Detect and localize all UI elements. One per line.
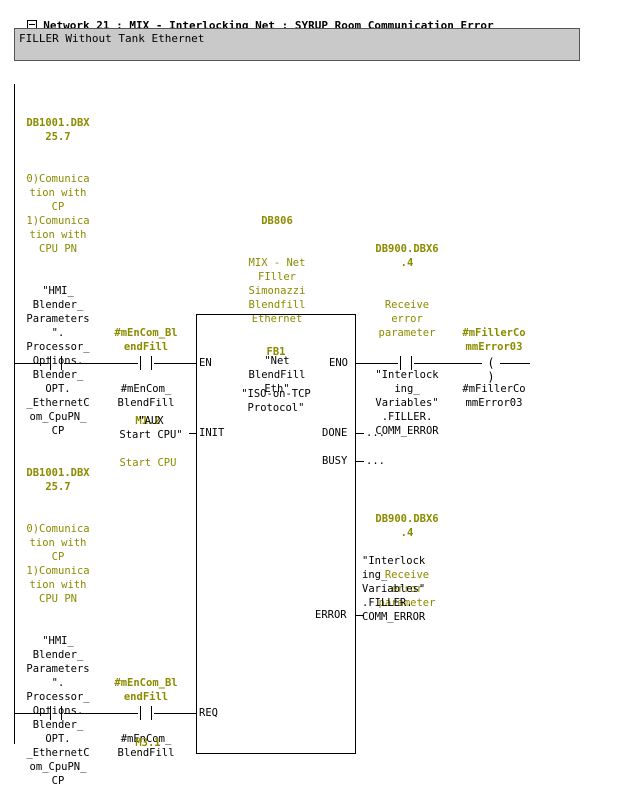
network-comment[interactable]: FILLER Without Tank Ethernet [14,28,580,61]
contact2-operand[interactable]: #mEnCom_Bl endFill #mEnCom_ BlendFill [104,298,188,424]
rung1-wire-c [154,363,196,364]
rung2-wire-b [64,713,138,714]
contact1-comment: 0)Comunica tion with CP 1)Comunica tion … [26,173,90,255]
pin-req: REQ [199,707,218,719]
init-operand[interactable]: M1.2 Start CPU [106,386,190,484]
contact1-address: DB1001.DBX 25.7 [26,117,90,143]
error-comment: Receive error parameter [378,569,436,609]
pin-en: EN [199,357,212,369]
eno-wire-b [414,363,482,364]
pin-done: DONE [322,427,348,439]
init-wire [189,433,196,434]
busy-wire [356,461,364,462]
init-address: M1.2 [135,415,161,427]
contact3-symbol-shape[interactable] [48,706,64,720]
next-param-address[interactable]: M3.1 [135,737,161,749]
pin-init: INIT [199,427,225,439]
instance-address: DB806 [261,215,293,227]
error-wire [356,615,364,616]
rung1-wire-a [14,363,48,364]
eno-contact-shape[interactable] [398,356,414,370]
contact3-comment: 0)Comunica tion with CP 1)Comunica tion … [26,523,90,605]
contact3-operand[interactable]: DB1001.DBX 25.7 0)Comunica tion with CP … [14,438,102,802]
contact3-address: DB1001.DBX 25.7 [26,467,90,493]
block-type: FB1 "ISO-on-TCP Protocol" [196,317,356,429]
rung2-wire-c [154,713,196,714]
contact4-address: #mEnCom_Bl endFill [114,677,178,703]
busy-param[interactable]: ... [366,455,385,467]
coil-symbol: #mFillerCo mmError03 [462,383,526,409]
eno-wire-c [500,363,530,364]
instance-comment: MIX - Net FIller Simonazzi Blendfill Eth… [248,257,306,325]
error-address: DB900.DBX6 .4 [375,513,439,539]
pin-error: ERROR [315,609,347,621]
eno-contact-operand[interactable]: DB900.DBX6 .4 Receive error parameter "I… [362,214,452,452]
eno-contact-comment: Receive error parameter [378,299,436,339]
eno-wire-a [356,363,398,364]
coil-operand[interactable]: #mFillerCo mmError03 #mFillerCo mmError0… [452,298,536,424]
instance-symbol: "Net BlendFill Eth" [248,355,306,395]
done-wire [356,433,364,434]
contact2-address: #mEnCom_Bl endFill [114,327,178,353]
pin-busy: BUSY [322,455,348,467]
contact1-symbol-shape[interactable] [48,356,64,370]
block-type-name: "ISO-on-TCP Protocol" [241,388,311,414]
rung1-wire-b [64,363,138,364]
eno-contact-symbol: "Interlock ing_ Variables" .FILLER. COMM… [375,369,439,437]
block-instance[interactable]: DB806 MIX - Net FIller Simonazzi Blendfi… [234,186,320,410]
error-symbol: "Interlock ing_ Variables" .FILLER. COMM… [362,555,426,623]
coil-shape[interactable]: ( ) [487,356,495,384]
pin-eno: ENO [329,357,348,369]
contact1-symbol: "HMI_ Blender_ Parameters ". Processor_ … [26,285,90,437]
contact2-symbol: #mEnCom_ BlendFill [117,383,175,409]
rung2-rail [14,380,15,744]
init-comment: Start CPU [119,457,177,469]
error-operand[interactable]: DB900.DBX6 .4 Receive error parameter [362,484,452,624]
rung2-wire-a [14,713,48,714]
block-type-address: FB1 [266,346,286,358]
init-symbol: "AUX Start CPU" [119,415,183,441]
contact1-operand[interactable]: DB1001.DBX 25.7 0)Comunica tion with CP … [14,88,102,452]
contact4-symbol-shape[interactable] [138,706,154,720]
contact2-symbol-shape[interactable] [138,356,154,370]
done-param[interactable]: ... [366,427,385,439]
eno-contact-address: DB900.DBX6 .4 [375,243,439,269]
coil-address: #mFillerCo mmError03 [462,327,526,353]
